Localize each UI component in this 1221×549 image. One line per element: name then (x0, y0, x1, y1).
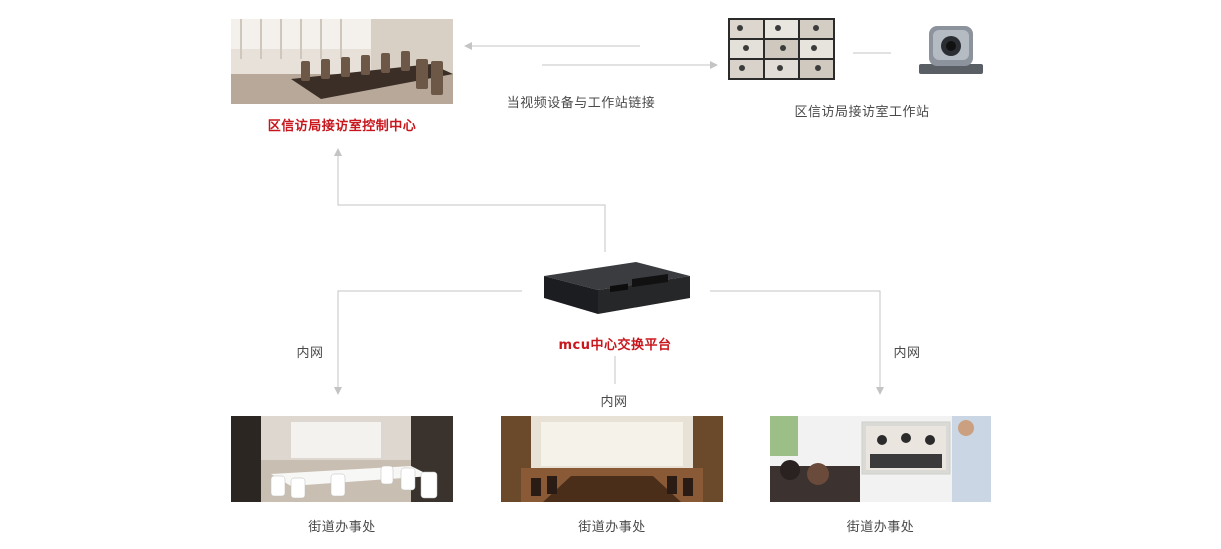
arrow-mcu-to-control (334, 148, 606, 252)
branch-center-label: 街道办事处 (578, 520, 646, 535)
branch-right-image (770, 416, 991, 502)
video-wall-screen-image (728, 18, 835, 80)
network-label-center: 内网 (600, 395, 628, 410)
branch-right-label: 街道办事处 (846, 520, 915, 535)
ptz-camera-image (915, 20, 987, 78)
mcu-label: mcu中心交换平台 (558, 338, 672, 353)
branch-left-image (231, 416, 453, 502)
branch-left-label: 街道办事处 (308, 520, 376, 535)
network-label-right: 内网 (893, 346, 921, 361)
arrow-to-branch-right (710, 290, 884, 395)
link-label: 当视频设备与工作站链接 (506, 96, 656, 111)
control-center-image (231, 19, 453, 104)
control-center-label: 区信访局接访室控制中心 (267, 119, 417, 134)
workstation-label: 区信访局接访室工作站 (794, 105, 930, 120)
branch-center-image (501, 416, 723, 502)
arrow-to-branch-left (334, 290, 522, 395)
network-label-left: 内网 (296, 346, 324, 361)
mcu-server-image (540, 260, 692, 318)
